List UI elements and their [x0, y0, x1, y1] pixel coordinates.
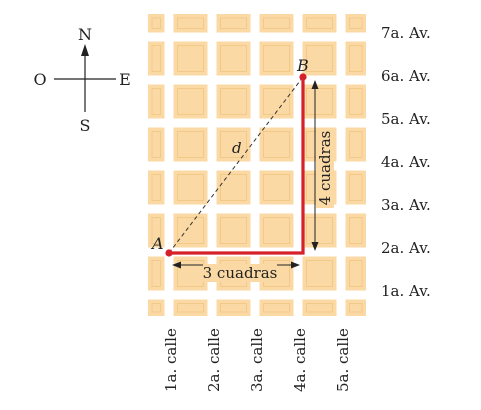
city-block	[220, 217, 247, 244]
city-block	[349, 88, 363, 115]
avenue-label: 2a. Av.	[381, 239, 431, 257]
point-b-label: B	[296, 56, 309, 75]
compass-rose: N S E O	[33, 25, 130, 135]
city-block	[151, 45, 161, 72]
street-label: 5a. calle	[334, 328, 352, 392]
street-label: 4a. calle	[291, 328, 309, 392]
city-block	[306, 217, 333, 244]
horizontal-measure: 3 cuadras	[172, 261, 300, 282]
compass-south-label: S	[80, 116, 91, 135]
city-block	[263, 88, 290, 115]
compass-north-label: N	[78, 25, 92, 44]
diagonal-distance-line	[168, 76, 304, 254]
avenue-label: 6a. Av.	[381, 67, 431, 85]
avenue-label: 7a. Av.	[381, 24, 431, 42]
avenue-label: 5a. Av.	[381, 110, 431, 128]
city-block	[349, 17, 363, 29]
city-block	[177, 131, 204, 158]
city-block	[306, 260, 333, 287]
city-block	[263, 131, 290, 158]
city-block	[177, 88, 204, 115]
street-label: 3a. calle	[248, 328, 266, 392]
city-block	[177, 217, 204, 244]
city-block	[306, 303, 333, 313]
avenue-label: 1a. Av.	[381, 282, 431, 300]
city-block	[306, 17, 333, 29]
city-block	[349, 131, 363, 158]
arrow-left-icon	[172, 261, 181, 269]
avenue-label: 3a. Av.	[381, 196, 431, 214]
vertical-measure-label: 4 cuadras	[316, 131, 334, 206]
city-block	[220, 45, 247, 72]
point-b-marker	[299, 73, 307, 81]
avenue-line	[148, 75, 366, 85]
city-block	[177, 45, 204, 72]
city-block	[263, 45, 290, 72]
city-block	[306, 45, 333, 72]
city-block	[151, 260, 161, 287]
horizontal-measure-label-bg	[203, 264, 277, 282]
compass-west-label: O	[33, 70, 46, 89]
street-label: 2a. calle	[205, 328, 223, 392]
avenue-line	[148, 161, 366, 171]
street-label: 1a. calle	[162, 328, 180, 392]
vertical-measure-label-bg	[316, 128, 334, 208]
city-block	[349, 174, 363, 201]
arrow-up-icon	[311, 80, 319, 89]
city-block	[263, 17, 290, 29]
arrow-down-icon	[311, 242, 319, 251]
avenue-label: 4a. Av.	[381, 153, 431, 171]
city-block	[263, 303, 290, 313]
city-block	[220, 303, 247, 313]
avenue-line	[148, 290, 366, 300]
city-block	[220, 88, 247, 115]
city-block	[349, 45, 363, 72]
horizontal-measure-label: 3 cuadras	[203, 264, 278, 282]
city-block	[349, 217, 363, 244]
vertical-measure: 4 cuadras	[311, 80, 334, 251]
city-block	[306, 88, 333, 115]
city-block	[151, 88, 161, 115]
avenue-line	[148, 32, 366, 42]
city-block	[177, 17, 204, 29]
city-block	[220, 131, 247, 158]
city-block	[151, 217, 161, 244]
avenue-line	[148, 204, 366, 214]
route-path	[169, 77, 305, 255]
city-block	[151, 303, 161, 313]
city-block	[151, 174, 161, 201]
compass-east-label: E	[119, 70, 131, 89]
distance-label: d	[232, 139, 242, 157]
city-block	[263, 174, 290, 201]
city-block	[151, 131, 161, 158]
city-block	[220, 17, 247, 29]
city-block	[220, 174, 247, 201]
avenue-line	[148, 118, 366, 128]
city-block	[349, 260, 363, 287]
city-block	[177, 174, 204, 201]
point-a-marker	[165, 249, 173, 257]
city-block	[263, 217, 290, 244]
point-a-label: A	[150, 234, 164, 253]
north-arrow-icon	[81, 44, 89, 56]
street-labels: 1a. calle 2a. calle 3a. calle 4a. calle …	[162, 328, 352, 392]
city-block	[349, 303, 363, 313]
arrow-right-icon	[291, 261, 300, 269]
city-block	[151, 17, 161, 29]
city-block	[177, 303, 204, 313]
avenue-labels: 7a. Av. 6a. Av. 5a. Av. 4a. Av. 3a. Av. …	[381, 24, 431, 300]
